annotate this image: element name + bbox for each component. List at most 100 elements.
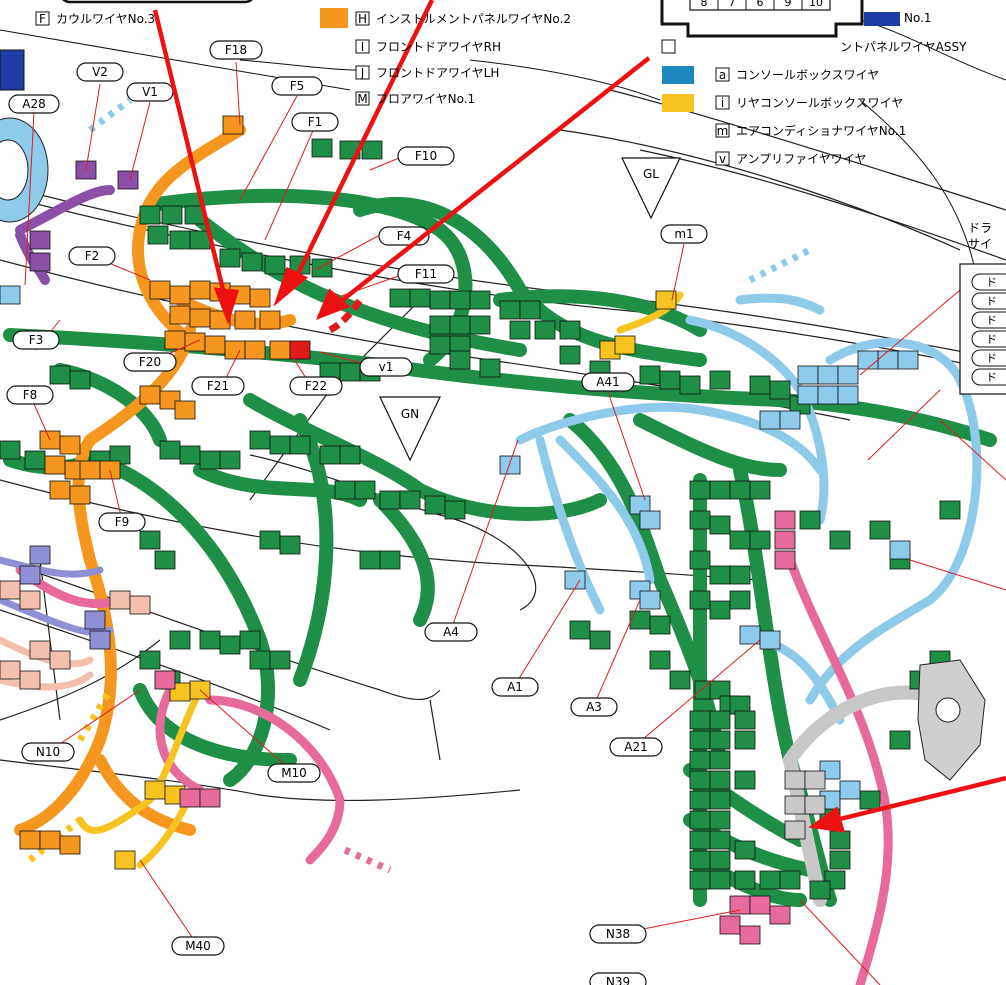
connector-block [689,480,711,500]
connector-block [19,565,41,585]
connector-block [569,620,591,640]
label-m40: M40 [171,936,225,956]
connector-block [19,590,41,610]
connector-block [709,850,731,870]
connector-block [154,670,176,690]
connector-block [749,895,771,915]
connector-block [509,320,531,340]
connector-block [449,315,471,335]
label-text: v1 [379,360,394,374]
legend-key-j: J [360,66,365,80]
label-f20: F20 [123,352,177,372]
connector-block [429,315,451,335]
label-text: A1 [507,680,523,694]
green-connectors [0,138,961,900]
connector-block [199,788,221,808]
connector-block [279,535,301,555]
connector-block [889,730,911,750]
side-item-pill [971,368,1006,386]
pin-7: 7 [729,0,736,9]
connector-block [169,305,191,325]
connector-block [559,320,581,340]
pin-10: 10 [809,0,823,9]
connector-block [719,915,741,935]
connector-block [534,320,556,340]
connector-block [614,335,636,355]
connector-block [29,252,51,272]
label-v1: v1 [359,357,413,377]
connector-block [139,385,161,405]
connector-block [449,290,471,310]
label-f3: F3 [12,330,60,350]
ground-gl-label: GL [643,167,659,181]
connector-block [169,630,191,650]
connector-block [49,365,71,385]
connector-block [564,570,586,590]
label-m1: m1 [660,224,708,244]
connector-block [649,650,671,670]
connector-block [709,480,731,500]
label-text: V2 [92,65,108,79]
connector-block [361,140,383,160]
connector-block [739,925,761,945]
pink-connectors [154,510,796,945]
pin-8: 8 [701,0,708,9]
arrow-2 [291,0,435,283]
connector-block [154,550,176,570]
lavender-connectors [19,545,111,650]
connector-block [169,285,191,305]
connector-block [709,790,731,810]
label-m10: M10 [267,763,321,783]
label-f10: F10 [397,146,455,166]
connector-block [149,280,171,300]
connector-block [689,830,711,850]
legend-key-f: F [39,12,46,26]
connector-block [264,255,286,275]
legend-text-i-lower: リヤコンソールボックスワイヤ [736,96,903,110]
label-text: F9 [115,515,130,529]
arrow-3-head [315,288,351,320]
connector-block [689,790,711,810]
connector-block [784,770,806,790]
connector-block [179,445,201,465]
connector-block [859,790,881,810]
connector-block [234,310,256,330]
label-text: F8 [23,388,38,402]
connector-block [774,510,796,530]
legend-text-f: カウルワイヤNo.3 [56,12,155,26]
connector-block [354,480,376,500]
connector-block [289,435,311,455]
connector-block [689,550,711,570]
connector-block [311,258,333,278]
orange-connectors [19,115,291,855]
connector-block [939,500,961,520]
connector-block [379,490,401,510]
connector-block [709,730,731,750]
label-text: F2 [85,249,100,263]
connector-block [144,780,166,800]
legend-key-m: M [357,92,367,106]
side-item-pill [971,311,1006,329]
connector-block [444,500,466,520]
blue-connectors [0,285,919,810]
connector-block [749,530,771,550]
connector-block [639,365,661,385]
connector-block [0,580,21,600]
side-item-text: ド [986,314,997,327]
connector-block [709,710,731,730]
label-text: M40 [185,939,211,953]
label-text: A21 [624,740,647,754]
label-v1: V1 [126,82,174,102]
side-item-pill [971,330,1006,348]
label-text: F18 [225,43,247,57]
connector-block [79,460,101,480]
connector-block [49,480,71,500]
connector-block [59,435,81,455]
legend-key-i: I [361,40,365,54]
connector-block [639,590,661,610]
connector-block [389,288,411,308]
connector-block [589,630,611,650]
connector-block [669,670,691,690]
